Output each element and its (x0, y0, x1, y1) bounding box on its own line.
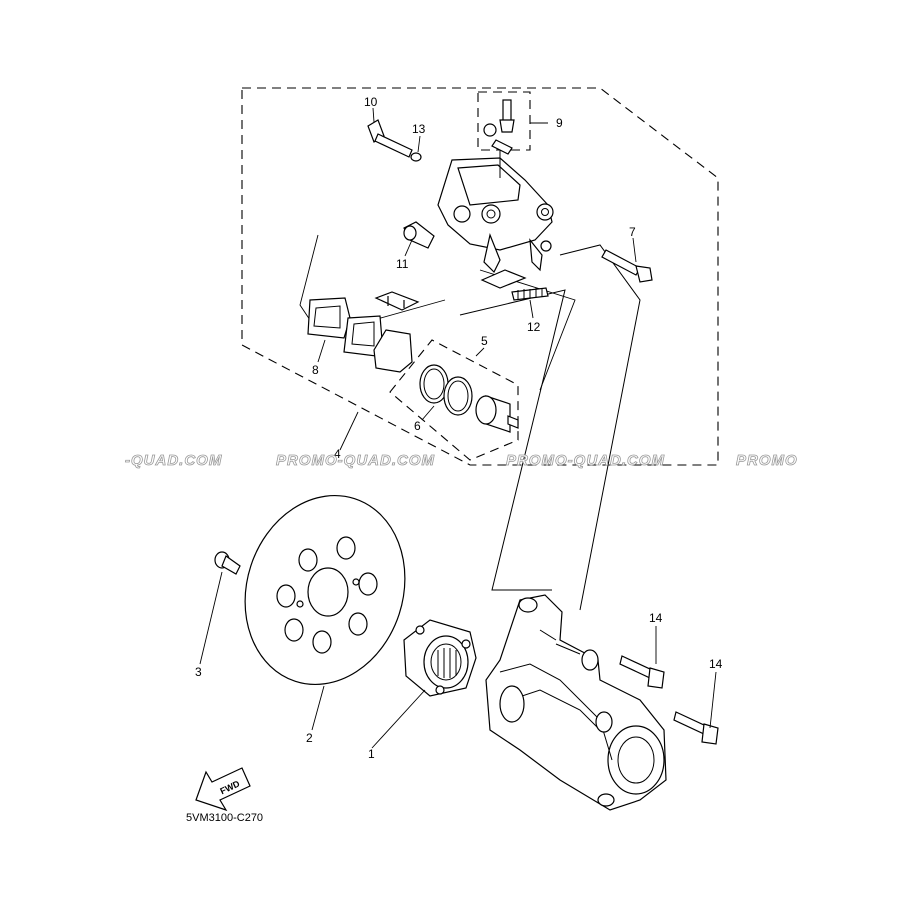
callout-6: 6 (414, 419, 421, 433)
watermark-3: PROMO-QUAD.COM (506, 452, 665, 469)
bleed-screw (483, 99, 515, 178)
leader-lines (199, 107, 717, 749)
brake-disc (244, 494, 406, 686)
hub (403, 619, 477, 697)
bolt-14-upper (619, 655, 665, 689)
bolt-10 (367, 119, 413, 158)
diagram-code: 5VM3100-C270 (186, 812, 263, 824)
bleed-screw-boundary (477, 91, 531, 151)
pin-11 (403, 221, 435, 249)
caliper-bracket (485, 594, 667, 811)
watermark-row: -QUAD.COM PROMO-QUAD.COM PROMO-QUAD.COM … (125, 452, 798, 470)
watermark-4: PROMO (736, 452, 798, 469)
callout-7: 7 (629, 225, 636, 239)
watermark-1: -QUAD.COM (125, 452, 222, 469)
bolt-14-lower (673, 711, 719, 745)
callout-2: 2 (306, 731, 313, 745)
callout-8: 8 (312, 363, 319, 377)
pad-spring (480, 269, 549, 301)
washer-13 (410, 152, 422, 162)
callout-4: 4 (334, 447, 341, 461)
pad-clip (374, 291, 420, 311)
callout-12: 12 (527, 320, 541, 334)
callout-1: 1 (368, 747, 375, 761)
callout-labels: 10 13 9 7 11 12 5 8 6 4 3 2 1 14 14 (195, 95, 723, 761)
callout-14-upper: 14 (649, 611, 663, 625)
callout-10: 10 (364, 95, 378, 109)
callout-13: 13 (412, 122, 426, 136)
piston-kit-boundary (389, 339, 519, 461)
callout-11: 11 (396, 257, 409, 271)
piston (475, 395, 519, 433)
caliper-body (437, 157, 554, 274)
callout-14-lower: 14 (709, 657, 723, 671)
piston-seals (419, 364, 473, 416)
watermark-2: PROMO-QUAD.COM (276, 452, 435, 469)
bolt-3 (214, 551, 241, 575)
callout-3: 3 (195, 665, 202, 679)
brake-pad-kit (307, 297, 413, 373)
bolt-7 (601, 249, 653, 283)
callout-5: 5 (481, 334, 488, 348)
callout-9: 9 (556, 116, 563, 130)
fwd-arrow-icon: FWD (195, 767, 251, 812)
